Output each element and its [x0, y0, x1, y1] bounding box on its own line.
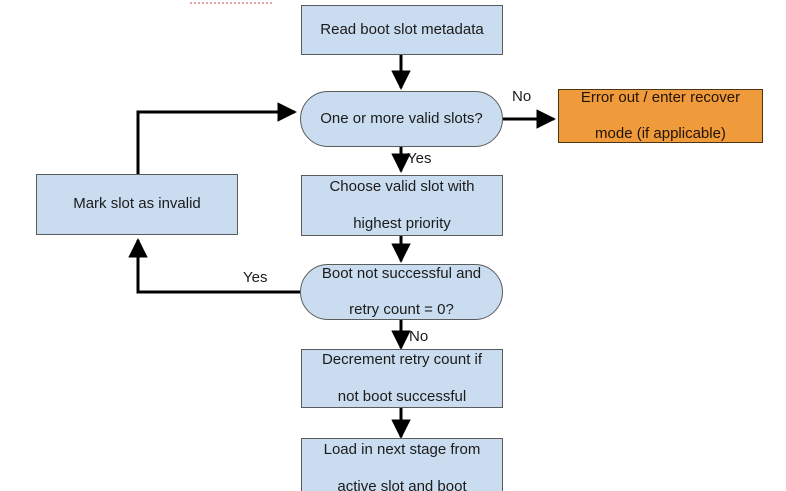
node-label: Boot not successful and retry count = 0?	[306, 265, 497, 320]
node-mark-slot-as-invalid[interactable]: Mark slot as invalid	[36, 174, 238, 235]
node-label: Choose valid slot with highest priority	[313, 178, 490, 233]
node-label: Read boot slot metadata	[320, 20, 484, 38]
node-label-line2: active slot and boot	[337, 477, 467, 491]
node-label-line2: not boot successful	[337, 387, 467, 405]
node-label-line1: Decrement retry count if	[321, 351, 483, 369]
node-label: Decrement retry count if not boot succes…	[306, 351, 498, 406]
node-label-line2: mode (if applicable)	[595, 125, 726, 143]
node-one-or-more-valid-slots[interactable]: One or more valid slots?	[300, 91, 503, 147]
node-label-line1: Choose valid slot with	[329, 178, 475, 196]
node-label-line1: Load in next stage from	[323, 441, 481, 459]
node-label: Mark slot as invalid	[73, 195, 201, 213]
node-decrement-retry-count[interactable]: Decrement retry count if not boot succes…	[301, 349, 503, 408]
edge-label-no-retry: No	[409, 328, 429, 345]
node-label: Load in next stage from active slot and …	[308, 441, 497, 491]
top-dotted-marker	[190, 2, 272, 6]
edge-label-yes-retry-loop: Yes	[243, 269, 268, 286]
node-label: One or more valid slots?	[320, 109, 483, 127]
node-label-line1: Error out / enter recover	[580, 88, 741, 106]
node-read-boot-slot-metadata[interactable]: Read boot slot metadata	[301, 5, 503, 55]
node-boot-not-successful-retry-count-zero[interactable]: Boot not successful and retry count = 0?	[300, 264, 503, 320]
node-label-line2: highest priority	[353, 214, 451, 232]
edge-label-no-valid-slots: No	[512, 88, 532, 105]
edge-bootretry-yes-to-markinvalid	[128, 238, 300, 294]
node-choose-valid-slot-highest-priority[interactable]: Choose valid slot with highest priority	[301, 175, 503, 236]
node-label: Error out / enter recover mode (if appli…	[565, 89, 756, 144]
node-error-out-enter-recover-mode[interactable]: Error out / enter recover mode (if appli…	[558, 89, 763, 143]
edge-label-yes-valid-slots: Yes	[407, 150, 432, 167]
edge-markinvalid-to-valid	[136, 102, 297, 174]
node-label-line1: Boot not successful and	[321, 264, 482, 282]
node-label-line2: retry count = 0?	[349, 301, 454, 319]
node-load-next-stage-active-slot[interactable]: Load in next stage from active slot and …	[301, 438, 503, 491]
